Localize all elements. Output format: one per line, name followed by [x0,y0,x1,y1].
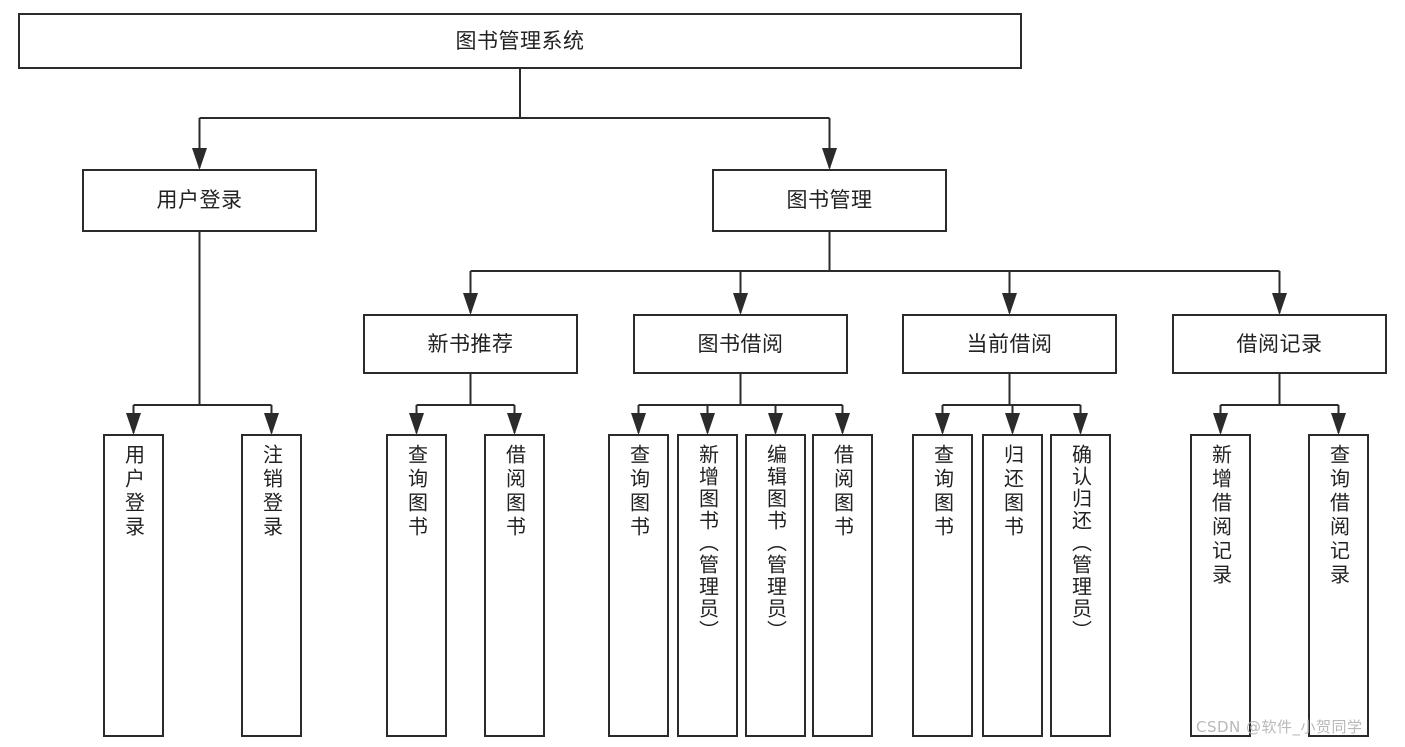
node-label: 归还图书 [1000,444,1025,540]
node-leaf-cu-query[interactable]: 查询图书 [912,434,973,737]
arrowhead-icon [409,413,424,435]
arrowhead-icon [192,148,207,170]
node-label: 用户登录 [156,188,243,213]
node-borrow[interactable]: 图书借阅 [633,314,848,374]
arrowhead-icon [822,148,837,170]
node-records[interactable]: 借阅记录 [1172,314,1387,374]
node-leaf-bo-edit[interactable]: 编辑图书（管理员） [745,434,806,737]
node-label: 注销登录 [259,444,284,540]
node-label: 新增借阅记录 [1208,444,1233,588]
node-label: 图书借阅 [697,331,784,356]
node-label: 编辑图书（管理员） [763,444,788,642]
node-leaf-user-logout[interactable]: 注销登录 [241,434,302,737]
node-label: 借阅记录 [1236,331,1323,356]
node-bookmgmt[interactable]: 图书管理 [712,169,947,232]
arrowhead-icon [1005,413,1020,435]
node-label: 确认归还（管理员） [1068,444,1093,642]
node-leaf-nb-borrow[interactable]: 借阅图书 [484,434,545,737]
node-label: 用户登录 [121,444,146,540]
arrowhead-icon [631,413,646,435]
arrowhead-icon [1213,413,1228,435]
node-leaf-re-add[interactable]: 新增借阅记录 [1190,434,1251,737]
arrowhead-icon [835,413,850,435]
node-label: 查询图书 [404,444,429,540]
arrowhead-icon [1272,293,1287,315]
arrowhead-icon [1073,413,1088,435]
node-label: 当前借阅 [966,331,1053,356]
node-current[interactable]: 当前借阅 [902,314,1117,374]
arrowhead-icon [1002,293,1017,315]
watermark-label: CSDN @软件_小贺同学 [1196,718,1363,736]
node-leaf-re-query[interactable]: 查询借阅记录 [1308,434,1369,737]
node-label: 新增图书（管理员） [695,444,720,642]
arrowhead-icon [768,413,783,435]
node-label: 查询借阅记录 [1326,444,1351,588]
arrowhead-icon [264,413,279,435]
node-leaf-bo-query[interactable]: 查询图书 [608,434,669,737]
node-login[interactable]: 用户登录 [82,169,317,232]
arrowhead-icon [935,413,950,435]
arrowhead-icon [507,413,522,435]
node-leaf-bo-add[interactable]: 新增图书（管理员） [677,434,738,737]
node-label: 图书管理 [786,188,873,213]
node-label: 新书推荐 [427,331,514,356]
arrowhead-icon [1331,413,1346,435]
node-label: 查询图书 [930,444,955,540]
arrowhead-icon [126,413,141,435]
node-newbook[interactable]: 新书推荐 [363,314,578,374]
node-leaf-cu-return[interactable]: 归还图书 [982,434,1043,737]
arrowhead-icon [733,293,748,315]
node-label: 查询图书 [626,444,651,540]
arrowhead-icon [463,293,478,315]
node-label: 图书管理系统 [455,28,585,53]
node-label: 借阅图书 [502,444,527,540]
node-leaf-cu-confirm[interactable]: 确认归还（管理员） [1050,434,1111,737]
arrowhead-icon [700,413,715,435]
node-leaf-nb-query[interactable]: 查询图书 [386,434,447,737]
node-leaf-bo-borrow[interactable]: 借阅图书 [812,434,873,737]
node-root[interactable]: 图书管理系统 [18,13,1022,69]
node-leaf-user-login[interactable]: 用户登录 [103,434,164,737]
node-label: 借阅图书 [830,444,855,540]
